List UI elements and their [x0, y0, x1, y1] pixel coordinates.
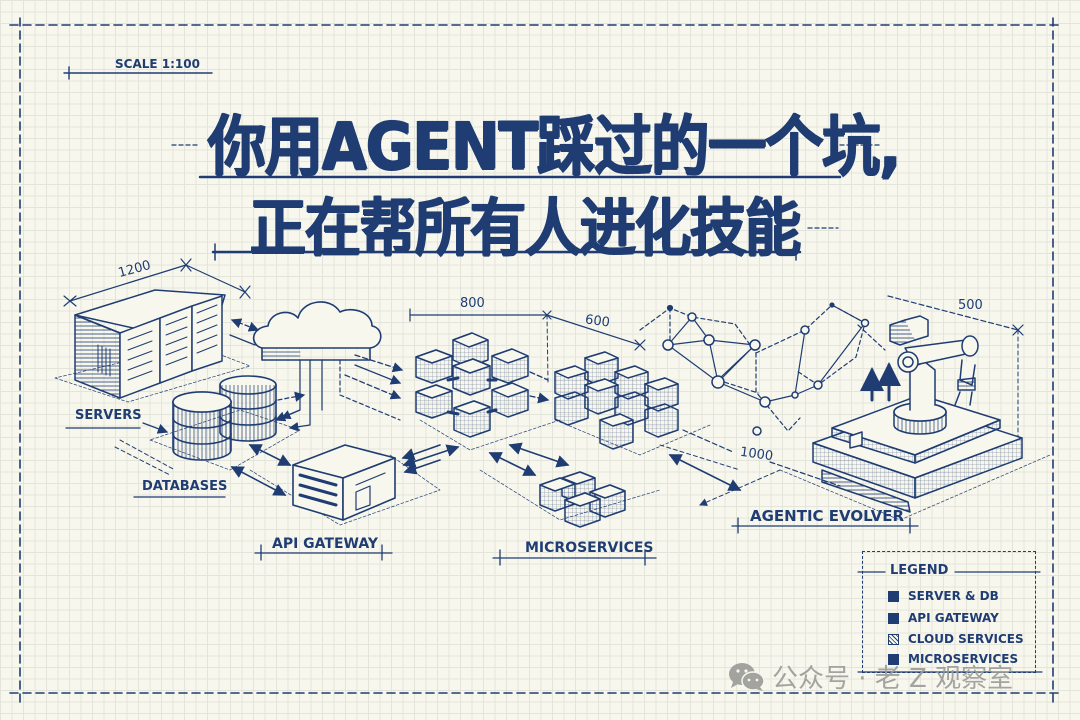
- neural-network-graph: [639, 302, 886, 436]
- api-gateway-illustration: [230, 444, 460, 561]
- frame-border: [9, 17, 1063, 706]
- scale-bar: [63, 66, 213, 80]
- legend-item-api-gateway: API GATEWAY: [888, 611, 999, 625]
- legend-box: [862, 551, 1036, 673]
- solid-swatch-icon: [888, 612, 899, 624]
- watermark: 公众号 · 老 Z 观察室: [728, 658, 1013, 695]
- dimension-cluster-a: 800: [460, 296, 485, 311]
- legend-item-cloud-services: CLOUD SERVICES: [888, 632, 1024, 646]
- server-racks-illustration: [54, 258, 251, 403]
- microservices-illustration: [479, 442, 781, 566]
- legend-item-server-db: SERVER & DB: [888, 589, 999, 603]
- label-agentic-evolver: AGENTIC EVOLVER: [750, 507, 905, 525]
- robot-arm-platform-illustration: [731, 295, 1051, 534]
- legend-item-microservices: MICROSERVICES: [888, 652, 1018, 666]
- label-databases: DATABASES: [142, 479, 228, 494]
- watermark-text: 公众号 · 老 Z 观察室: [772, 664, 1014, 694]
- scale-label: SCALE 1:100: [115, 57, 200, 71]
- dimension-evolver: 500: [958, 298, 983, 313]
- headline-line-1: 你用AGENT踩过的一个坑,: [208, 108, 901, 185]
- database-cylinders-illustration: [114, 375, 306, 476]
- legend-title: LEGEND: [890, 563, 949, 578]
- wechat-icon: [729, 662, 765, 691]
- solid-swatch-icon: [888, 653, 899, 665]
- hatched-swatch-icon: [888, 633, 899, 645]
- solid-swatch-icon: [888, 590, 899, 602]
- label-api-gateway: API GATEWAY: [272, 536, 378, 552]
- headline-line-2: 正在帮所有人进化技能: [250, 192, 801, 266]
- label-servers: SERVERS: [75, 408, 142, 423]
- label-microservices: MICROSERVICES: [525, 540, 654, 556]
- cloud-services-illustration: [229, 301, 404, 432]
- microservice-cube-cluster-a: [409, 308, 561, 451]
- microservice-cube-cluster-b: [529, 314, 711, 456]
